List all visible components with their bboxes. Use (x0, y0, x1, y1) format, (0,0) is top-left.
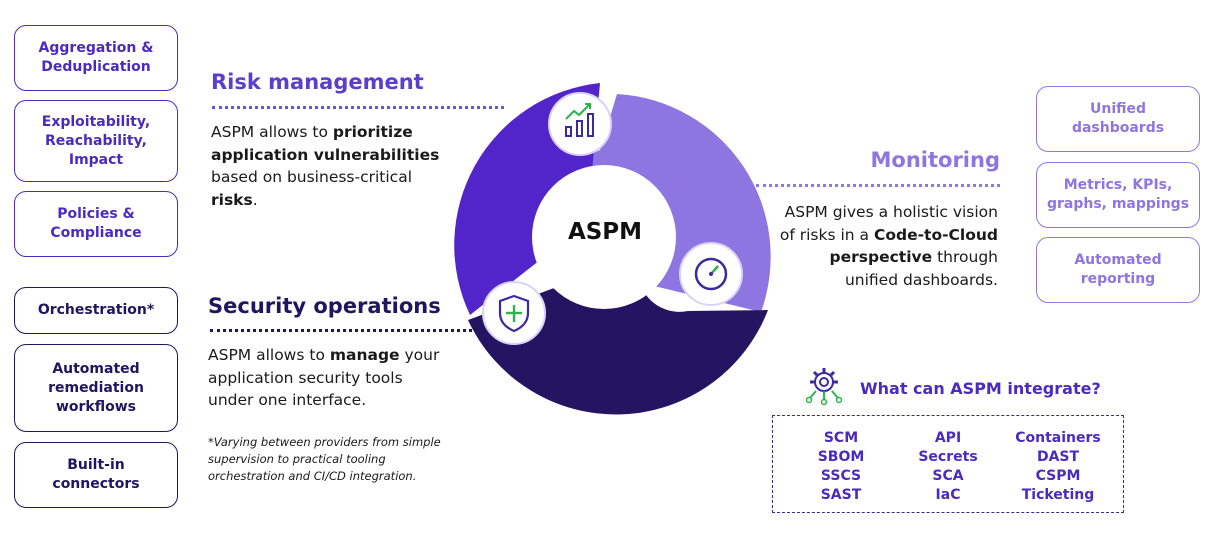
feature-box-label: Orchestration* (37, 302, 155, 318)
feature-box-label: Automated remediation workflows (48, 360, 144, 415)
gauge-icon (679, 242, 743, 306)
risk-description: ASPM allows to prioritize application vu… (211, 123, 440, 209)
monitoring-heading: Monitoring (870, 148, 1000, 172)
integration-item: SCM (823, 430, 859, 446)
integration-item: Secrets (918, 449, 978, 465)
risk-segment (454, 83, 618, 315)
chart-trend-icon (548, 92, 612, 156)
secops-divider (210, 329, 472, 332)
integration-item: API (934, 430, 962, 446)
feature-box-label: Policies & Compliance (50, 206, 142, 241)
risk-divider (212, 106, 504, 109)
feature-box-label: Automated reporting (1074, 252, 1162, 287)
integrations-column-3: Containers DAST CSPM Ticketing (1008, 429, 1108, 505)
integration-item: SSCS (820, 468, 862, 484)
center-label: ASPM (567, 219, 643, 245)
feature-box-label: Exploitability, Reachability, Impact (41, 113, 151, 168)
secops-heading: Security operations (208, 294, 441, 318)
shield-plus-icon (482, 281, 546, 345)
risk-heading: Risk management (211, 70, 424, 94)
integration-item: DAST (1036, 449, 1080, 465)
feature-box-connectors: Built-in connectors (14, 442, 178, 508)
integration-item: CSPM (1035, 468, 1081, 484)
integrate-title: What can ASPM integrate? (860, 379, 1101, 398)
feature-box-label: Aggregation & Deduplication (38, 40, 154, 75)
integration-item: Containers (1015, 430, 1101, 446)
monitoring-divider (756, 184, 1000, 187)
feature-box-remediation: Automated remediation workflows (14, 344, 178, 432)
secops-description: ASPM allows to manage your application s… (208, 346, 440, 409)
integrations-box: SCM SBOM SSCS SAST API Secrets SCA IaC C… (772, 415, 1124, 513)
integration-item: SBOM (817, 449, 865, 465)
feature-box-reporting: Automated reporting (1036, 237, 1200, 303)
integration-item: Ticketing (1021, 487, 1095, 503)
integrations-column-2: API Secrets SCA IaC (908, 429, 988, 505)
feature-box-dashboards: Unified dashboards (1036, 86, 1200, 152)
feature-box-label: Unified dashboards (1071, 101, 1165, 136)
feature-box-label: Built-in connectors (52, 457, 140, 492)
feature-box-policies: Policies & Compliance (14, 191, 178, 257)
integrations-column-1: SCM SBOM SSCS SAST (801, 429, 881, 505)
integration-item: IaC (935, 487, 961, 503)
integration-gear-icon (805, 368, 843, 406)
secops-segment (468, 256, 768, 415)
feature-box-label: Metrics, KPIs, graphs, mappings (1046, 177, 1190, 212)
feature-box-aggregation: Aggregation & Deduplication (14, 25, 178, 91)
integration-item: SCA (932, 468, 964, 484)
feature-box-exploitability: Exploitability, Reachability, Impact (14, 100, 178, 182)
footnote: *Varying between providers from simple s… (208, 435, 441, 483)
monitoring-description: ASPM gives a holistic vision of risks in… (779, 203, 998, 289)
integration-item: SAST (820, 487, 862, 503)
feature-box-metrics: Metrics, KPIs, graphs, mappings (1036, 162, 1200, 228)
feature-box-orchestration: Orchestration* (14, 287, 178, 334)
